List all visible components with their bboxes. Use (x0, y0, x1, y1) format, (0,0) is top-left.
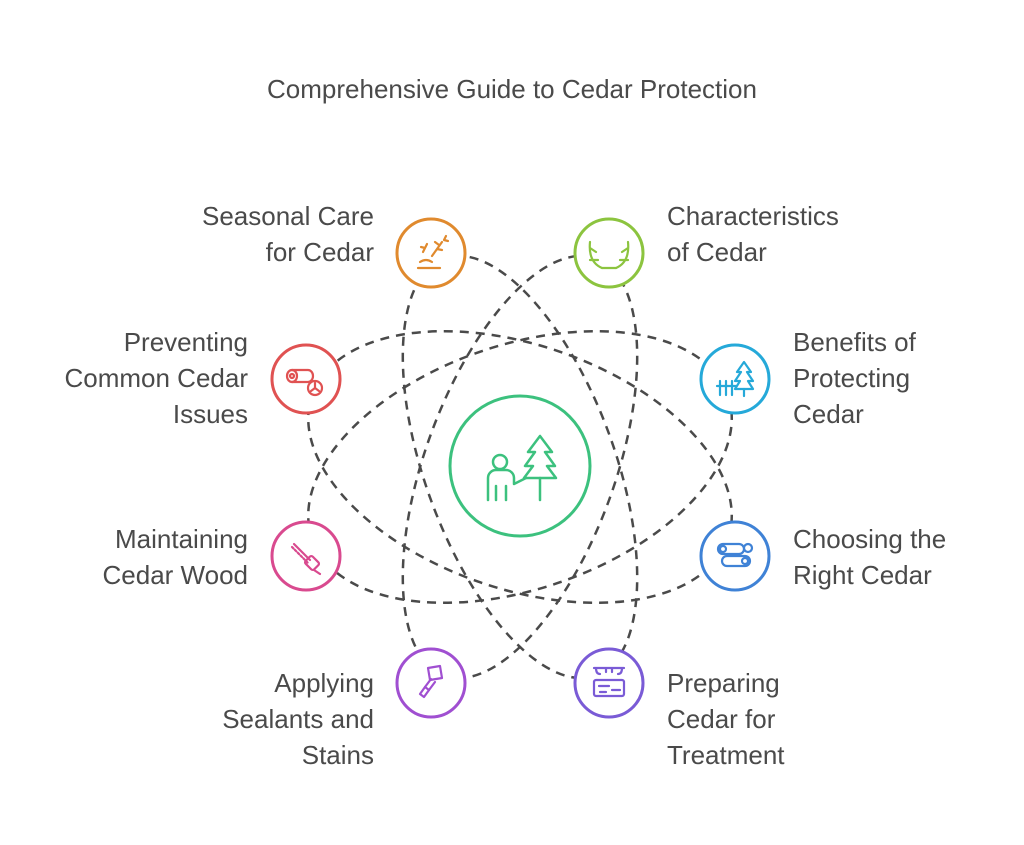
tree-fence-icon (715, 360, 755, 398)
chainsaw-icon (290, 542, 322, 576)
scraper-icon (418, 664, 444, 699)
node-preventing[interactable] (270, 343, 342, 415)
label-line: Cedar Wood (102, 560, 249, 590)
node-preparing[interactable] (573, 647, 645, 719)
label-applying: Applying Sealants and Stains (222, 665, 374, 773)
label-line: Maintaining (115, 524, 248, 554)
label-line: Treatment (667, 740, 785, 770)
label-preventing: Preventing Common Cedar Issues (64, 324, 248, 432)
label-line: Sealants and (222, 704, 374, 734)
label-seasonal-care: Seasonal Care for Cedar (202, 198, 374, 270)
label-benefits: Benefits of Protecting Cedar (793, 324, 916, 432)
label-line: Applying (274, 668, 374, 698)
label-line: Cedar (793, 399, 864, 429)
label-line: Benefits of (793, 327, 916, 357)
label-line: Stains (301, 740, 374, 770)
logs-icon (716, 542, 754, 568)
node-choosing[interactable] (699, 520, 771, 592)
seasonal-plant-icon (416, 234, 450, 270)
diagram-title: Comprehensive Guide to Cedar Protection (267, 74, 757, 104)
label-line: of Cedar (667, 237, 767, 267)
label-characteristics: Characteristics of Cedar (667, 198, 839, 270)
label-line: Choosing the (793, 524, 947, 554)
label-line: Protecting (793, 363, 911, 393)
label-preparing: Preparing Cedar for Treatment (667, 665, 785, 773)
label-line: Preparing (667, 668, 780, 698)
log-hazard-icon (285, 368, 324, 397)
node-benefits[interactable] (699, 343, 771, 415)
label-line: Issues (172, 399, 248, 429)
label-line: for Cedar (265, 237, 374, 267)
node-seasonal-care[interactable] (395, 217, 467, 289)
center-node (448, 394, 592, 538)
node-maintaining[interactable] (270, 520, 342, 592)
label-line: Characteristics (667, 201, 839, 231)
label-line: Common Cedar (64, 363, 248, 393)
person-planting-tree-icon (486, 434, 558, 502)
label-choosing: Choosing the Right Cedar (793, 521, 946, 593)
label-maintaining: Maintaining Cedar Wood (103, 521, 249, 593)
node-characteristics[interactable] (573, 217, 645, 289)
node-applying[interactable] (395, 647, 467, 719)
wood-plank-icon (592, 666, 626, 698)
label-line: Right Cedar (793, 560, 932, 590)
label-line: Seasonal Care (202, 201, 374, 231)
center-circle (448, 394, 592, 538)
label-line: Preventing (123, 327, 248, 357)
label-line: Cedar for (667, 704, 776, 734)
antlers-icon (588, 240, 630, 270)
